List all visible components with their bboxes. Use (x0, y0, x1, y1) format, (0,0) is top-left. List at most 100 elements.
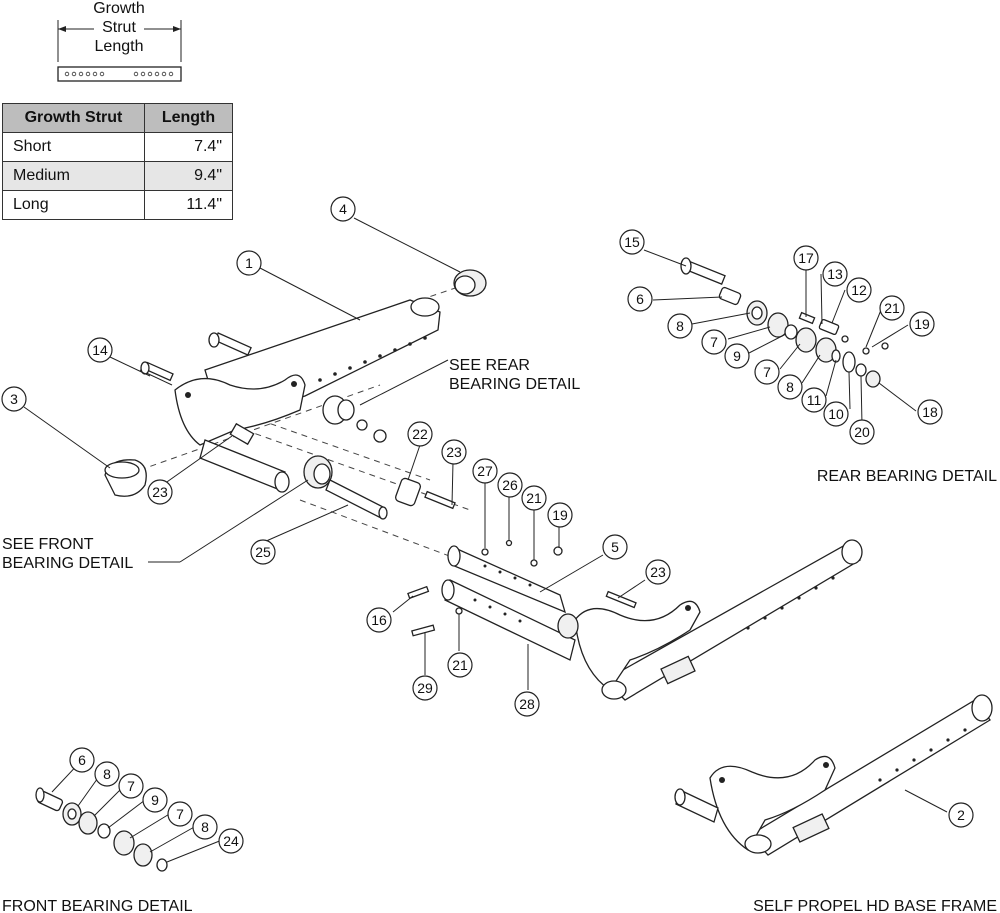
callout-number: 8 (786, 379, 794, 395)
callout-circle (948, 802, 974, 828)
callout-number: 14 (92, 342, 108, 358)
cell-strut: Medium (2, 161, 145, 191)
header-length: Length (144, 103, 233, 133)
callout-16: 16 (366, 607, 392, 633)
callout-circle (236, 250, 262, 276)
callout-circle (793, 245, 819, 271)
callout-circle (879, 295, 905, 321)
callout-21: 21 (521, 485, 547, 511)
callout-number: 10 (828, 406, 844, 422)
cell-length: 9.4" (144, 161, 233, 191)
callout-19: 19 (547, 502, 573, 528)
callout-20: 20 (849, 419, 875, 445)
callout-circle (412, 675, 438, 701)
callout-number: 7 (710, 334, 718, 350)
callout-number: 21 (452, 657, 468, 673)
growth-strut-label-line1: Growth (93, 0, 145, 17)
callout-circle (167, 801, 193, 827)
rear-bearing-detail (680, 257, 889, 388)
callout-number: 24 (223, 833, 239, 849)
callout-circle (667, 313, 693, 339)
callout-circle (514, 691, 540, 717)
leader-lines-main (23, 217, 948, 813)
upper-bolt (208, 332, 252, 356)
callout-24: 24 (218, 828, 244, 854)
callout-circle (192, 814, 218, 840)
callout-27: 27 (472, 458, 498, 484)
callout-circle (330, 196, 356, 222)
callout-number: 23 (446, 444, 462, 460)
callout-25: 25 (250, 539, 276, 565)
callout-number: 12 (851, 282, 867, 298)
callout-number: 9 (151, 792, 159, 808)
callout-circle (472, 458, 498, 484)
main-assembly (104, 269, 863, 701)
callout-8: 8 (192, 814, 218, 840)
cell-length: 7.4" (144, 132, 233, 162)
callout-circle (250, 539, 276, 565)
callout-number: 21 (884, 300, 900, 316)
lower-frame (557, 539, 863, 701)
front-bearing-detail-title: FRONT BEARING DETAIL (2, 898, 193, 913)
callout-number: 27 (477, 463, 493, 479)
base-frame-title: SELF PROPEL HD BASE FRAME (753, 898, 997, 913)
callouts: 1234514161921212223232325262728291568797… (1, 196, 974, 854)
callout-29: 29 (412, 675, 438, 701)
base-frame-part-2 (674, 694, 993, 856)
front-bearing-detail (35, 787, 168, 872)
callout-number: 13 (827, 266, 843, 282)
callout-8: 8 (777, 374, 803, 400)
table-header-row: Growth Strut Length (2, 103, 233, 133)
callout-number: 6 (78, 752, 86, 768)
part-3-clamp (104, 459, 147, 497)
callout-5: 5 (602, 534, 628, 560)
callout-circle (142, 787, 168, 813)
callout-number: 3 (10, 391, 18, 407)
callout-number: 19 (552, 507, 568, 523)
callout-21: 21 (447, 652, 473, 678)
table-row: Medium 9.4" (2, 161, 233, 191)
callout-number: 5 (611, 539, 619, 555)
cell-length: 11.4" (144, 190, 233, 220)
callout-circle (218, 828, 244, 854)
callout-circle (645, 559, 671, 585)
callout-6: 6 (69, 747, 95, 773)
callout-19: 19 (909, 311, 935, 337)
callout-7: 7 (754, 359, 780, 385)
rear-bearing-detail-title: REAR BEARING DETAIL (817, 468, 997, 485)
rear-bearing-cluster (322, 395, 387, 443)
callout-circle (366, 607, 392, 633)
callout-number: 29 (417, 680, 433, 696)
table-row: Long 11.4" (2, 190, 233, 220)
callout-circle (619, 229, 645, 255)
callout-circle (909, 311, 935, 337)
see-rear-note-line1: SEE REAR (449, 357, 530, 374)
callout-circle (777, 374, 803, 400)
callout-circle (849, 419, 875, 445)
see-rear-note-line2: BEARING DETAIL (449, 376, 580, 393)
callout-number: 1 (245, 255, 253, 271)
header-growth-strut: Growth Strut (2, 103, 145, 133)
callout-23: 23 (147, 479, 173, 505)
callout-12: 12 (846, 277, 872, 303)
callout-14: 14 (87, 337, 113, 363)
callout-26: 26 (497, 472, 523, 498)
callout-circle (521, 485, 547, 511)
growth-strut-length-table: Growth Strut Length Short 7.4" Medium 9.… (2, 103, 233, 220)
callout-23: 23 (645, 559, 671, 585)
callout-21: 21 (879, 295, 905, 321)
callout-7: 7 (118, 773, 144, 799)
growth-strut-label-line2: Strut (102, 19, 136, 36)
callout-circle (823, 401, 849, 427)
callout-number: 8 (103, 766, 111, 782)
callout-circle (447, 652, 473, 678)
see-front-note-line2: BEARING DETAIL (2, 555, 133, 572)
callout-circle (497, 472, 523, 498)
part-1-frame (174, 297, 441, 493)
callout-number: 9 (733, 348, 741, 364)
callout-number: 11 (807, 392, 822, 408)
leader-lines-rear (643, 249, 917, 426)
callout-23: 23 (441, 439, 467, 465)
callout-number: 22 (412, 426, 428, 442)
callout-number: 6 (636, 291, 644, 307)
